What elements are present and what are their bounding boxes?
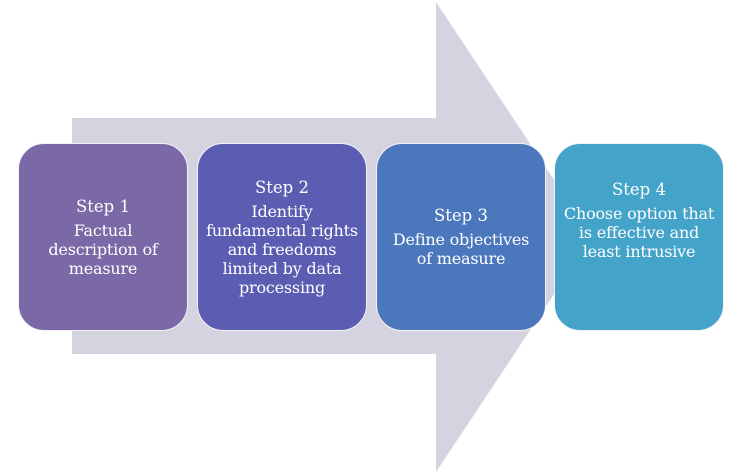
step-4-title: Step 4 — [611, 180, 666, 199]
step-2-title: Step 2 — [254, 177, 309, 197]
step-2-description: Identify fundamental rights and freedoms… — [206, 201, 358, 297]
step-3-card: Step 3 Define objectives of measure — [376, 143, 546, 331]
step-3-description: Define objectives of measure — [392, 230, 530, 268]
step-1-card: Step 1 Factual description of measure — [18, 143, 188, 331]
step-4-card: Step 4 Choose option that is effective a… — [554, 143, 724, 331]
step-1-title: Step 1 — [75, 196, 130, 216]
step-2-card: Step 2 Identify fundamental rights and f… — [197, 143, 367, 331]
step-4-description: Choose option that is effective and leas… — [563, 204, 715, 261]
step-3-title: Step 3 — [433, 206, 488, 225]
step-1-description: Factual description of measure — [48, 220, 158, 278]
